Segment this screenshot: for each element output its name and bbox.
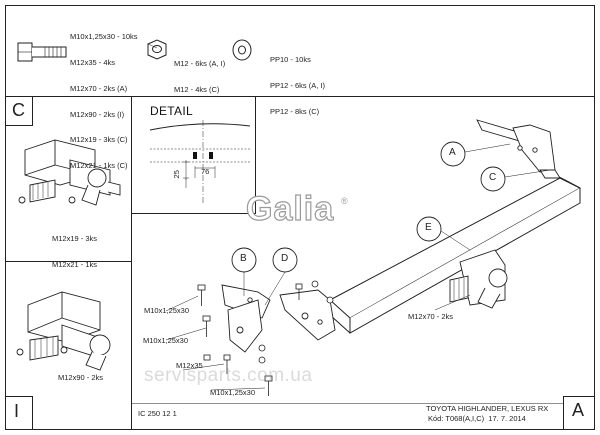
nut-list-item: M12 - 4ks (C): [174, 84, 220, 94]
panel-c-label: M12x21 - 1ks: [52, 259, 98, 269]
bolt-label-3: M12x35: [176, 361, 203, 370]
side-bracket-b-d: [221, 284, 336, 353]
panel-c-hitch-sketch: [18, 139, 121, 206]
detail-dim-horizontal: 76: [201, 167, 210, 176]
panel-i-hitch-sketch: [16, 291, 111, 371]
c-letter-box: [5, 96, 33, 126]
washer-list: PP10 - 10ks PP12 - 6ks (A, I) PP12 - 8ks…: [270, 39, 325, 125]
drawing-code: IC 250 12 1: [138, 409, 177, 418]
bolt-label-1: M10x1,25x30: [144, 306, 190, 315]
bolt-list: M10x1,25x30 - 10ks M12x35 - 4ks M12x70 -…: [70, 16, 138, 179]
panel-i-label: M12x90 - 2ks: [58, 373, 104, 382]
bolt-label-2: M10x1,25x30: [143, 336, 189, 345]
watermark: servisparts.com.ua: [144, 365, 313, 386]
panel-c-labels: M12x19 - 3ks M12x21 - 1ks: [52, 218, 97, 278]
nut-icon: [147, 39, 167, 60]
ball-bolt-label: M12x70 - 2ks: [408, 312, 454, 321]
bolt-list-item: M12x70 - 2ks (A): [70, 83, 128, 93]
bolt-list-item: M10x1,25x30 - 10ks: [70, 32, 138, 42]
registered-mark-icon: ®: [341, 196, 348, 206]
panel-c-label: M12x19 - 3ks: [52, 234, 98, 244]
washer-list-item: PP10 - 10ks: [270, 55, 311, 65]
product-code-date: Kód: T068(A,I,C) 17. 7. 2014: [428, 414, 526, 423]
callout-leaders: [165, 143, 551, 391]
vehicle-name: TOYOTA HIGHLANDER, LEXUS RX: [426, 404, 549, 413]
a-letter-box: [563, 396, 595, 430]
bolt-icon: [17, 42, 67, 62]
bolt-list-item: M12x21 - 1ks (C): [70, 161, 128, 171]
washer-list-item: PP12 - 6ks (A, I): [270, 80, 326, 90]
callout-circles: [231, 141, 506, 273]
bolt-list-item: M12x90 - 2ks (I): [70, 109, 125, 119]
callout-b: B: [240, 253, 247, 264]
loose-bolts: [197, 280, 334, 396]
galia-logo: Galia: [245, 189, 335, 228]
washer-icon: [232, 39, 252, 61]
callout-d: D: [281, 253, 289, 264]
i-letter-box: [5, 396, 33, 430]
nut-list-item: M12 - 6ks (A, I): [174, 59, 226, 69]
side-bracket-a: [476, 119, 561, 179]
callout-e: E: [425, 222, 432, 233]
detail-drawing: [149, 120, 251, 205]
detail-dim-vertical: 25: [171, 170, 181, 179]
main-tow-bar: [329, 169, 582, 334]
callout-a: A: [449, 147, 456, 158]
detail-box: [131, 96, 256, 214]
corner-letter-a: A: [572, 400, 585, 420]
bolt-list-item: M12x19 - 3ks (C): [70, 135, 128, 145]
callout-c: C: [489, 172, 497, 183]
panel-c-letter: C: [12, 100, 25, 120]
bolt-label-4: M10x1,25x30: [210, 388, 256, 397]
washer-list-item: PP12 - 8ks (C): [270, 106, 320, 116]
detail-title: DETAIL: [150, 104, 193, 118]
nut-list: M12 - 6ks (A, I) M12 - 4ks (C): [174, 43, 225, 103]
panel-i-letter: I: [14, 401, 20, 421]
bolt-list-item: M12x35 - 4ks: [70, 57, 116, 67]
ball-hitch-mount: [449, 249, 508, 309]
drawing-frame: [5, 5, 595, 430]
